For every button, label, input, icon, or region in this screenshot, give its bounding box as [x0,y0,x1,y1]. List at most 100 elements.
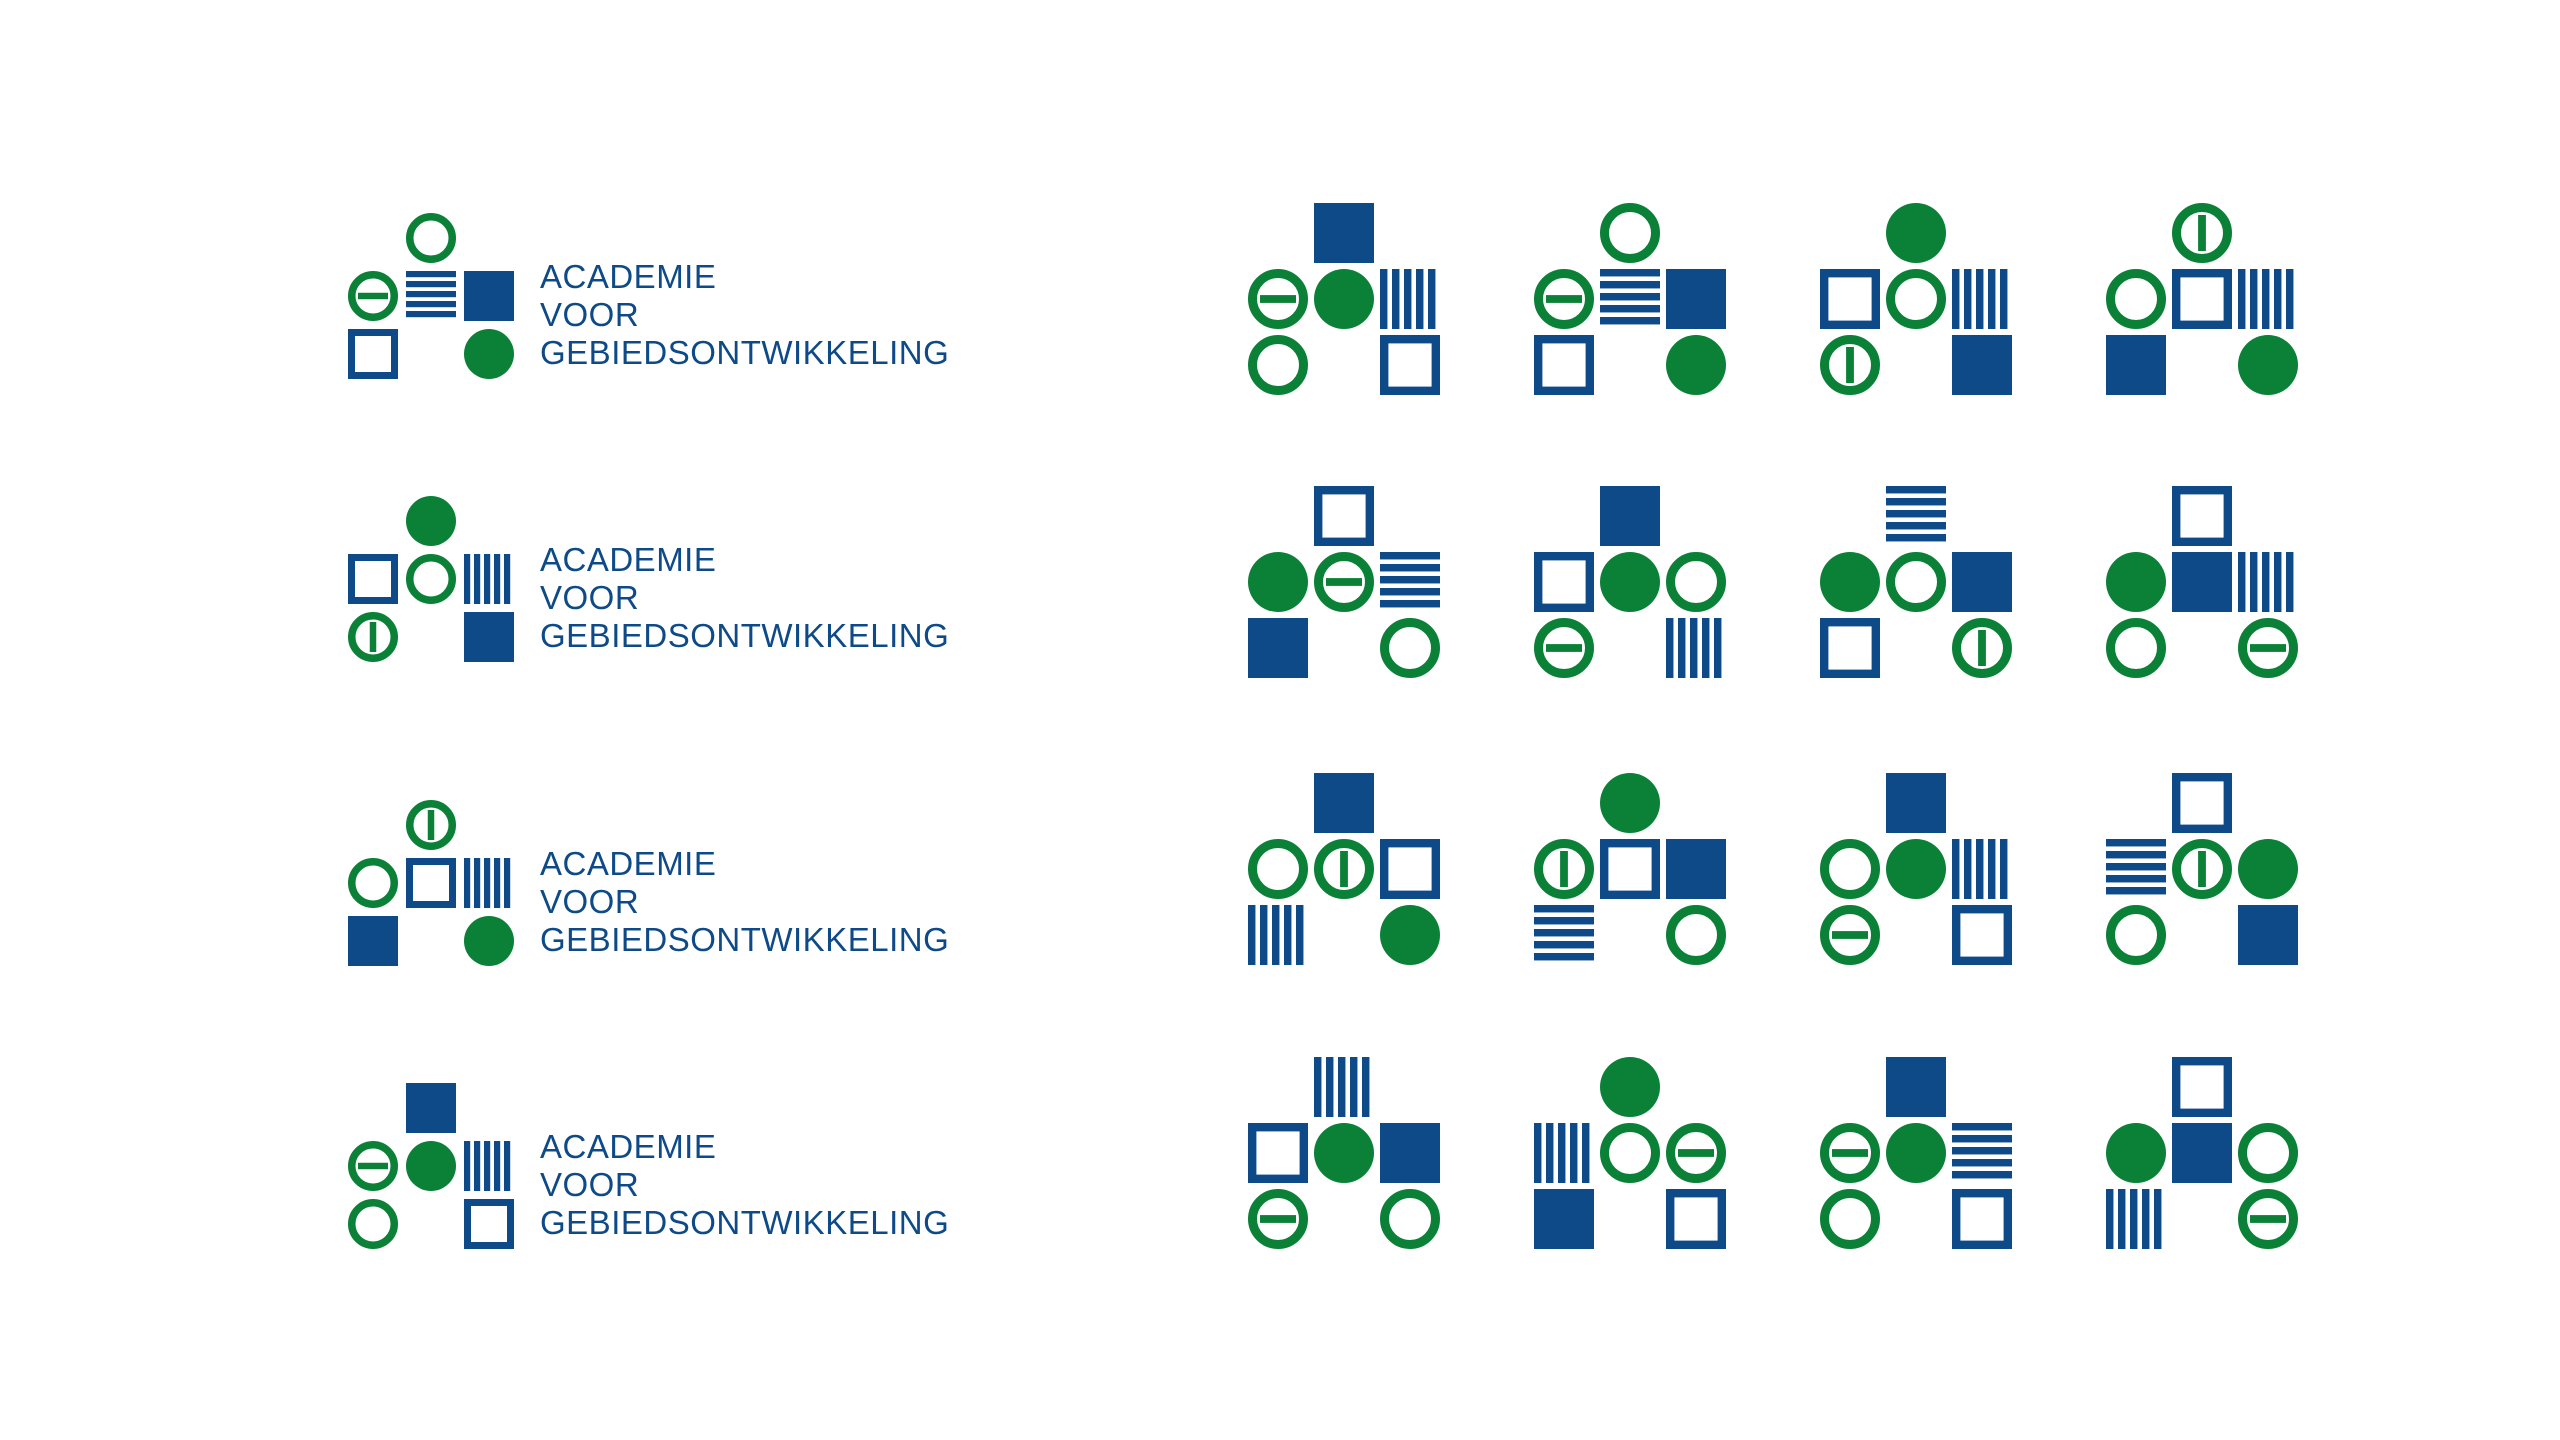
ring-icon [1820,839,1880,899]
lines-v-icon [1666,618,1722,678]
lines-v-icon [1314,1057,1370,1117]
wordmark-line-gebiedsontwikkeling: GEBIEDSONTWIKKELING [540,921,950,958]
ring-bar-h-icon [348,1141,398,1191]
ring-icon [1380,1189,1440,1249]
square-solid-icon [1952,335,2012,395]
square-solid-icon [2238,905,2298,965]
square-outline-icon [1533,552,1594,613]
symbol-r2-c2 [1533,486,1726,678]
wordmark-1: ACADEMIE VOOR GEBIEDSONTWIKKELING [540,258,949,372]
square-outline-icon [1533,335,1594,396]
square-solid-icon [1666,839,1726,899]
square-solid-icon [2172,1123,2232,1183]
symbol-r1-c2 [1533,203,1726,396]
square-outline-icon [1819,269,1880,330]
ring-icon [348,1199,398,1249]
symbol-r4-c3 [1820,1057,2012,1249]
square-solid-icon [1666,269,1726,329]
lines-v-icon [1534,1123,1590,1183]
wordmark-line-academie: ACADEMIE [540,541,717,578]
lockup-variant-1-mark [348,213,514,379]
square-outline-icon [2171,1056,2232,1117]
wordmark-2: ACADEMIE VOOR GEBIEDSONTWIKKELING [540,541,949,655]
square-outline-icon [1379,839,1440,900]
symbol-r4-c1 [1247,1057,1440,1249]
lines-v-icon [2238,269,2294,329]
square-outline-icon [406,858,456,908]
square-outline-icon [2171,486,2232,547]
symbol-r2-c4 [2106,486,2298,678]
ring-bar-h-icon [1820,905,1880,965]
ring-icon [1248,839,1308,899]
lines-v-icon [464,858,511,908]
circle-solid-icon [1314,1123,1374,1183]
circle-solid-icon [1600,552,1660,612]
ring-icon [2238,1123,2298,1183]
circle-solid-icon [1820,552,1880,612]
ring-icon [1600,203,1660,263]
ring-icon [1380,618,1440,678]
circle-solid-icon [1886,839,1946,899]
circle-solid-icon [406,496,456,546]
circle-solid-icon [1666,335,1726,395]
ring-bar-h-icon [1248,269,1308,329]
symbol-r3-c1 [1248,773,1440,965]
lines-v-icon [1248,905,1304,965]
circle-solid-icon [2106,1123,2166,1183]
wordmark-line-voor: VOOR [540,579,640,616]
ring-bar-h-icon [2238,1189,2298,1249]
circle-solid-icon [1600,773,1660,833]
ring-bar-v-icon [2172,839,2232,899]
symbol-r2-c1 [1248,486,1440,678]
square-solid-icon [1952,552,2012,612]
circle-solid-icon [2238,335,2298,395]
square-outline-icon [1247,1122,1308,1183]
wordmark-line-gebiedsontwikkeling: GEBIEDSONTWIKKELING [540,617,950,654]
square-outline-icon [348,329,398,379]
square-solid-icon [2172,552,2232,612]
lines-v-icon [2238,552,2294,612]
square-solid-icon [464,612,514,662]
lines-h-icon [1380,552,1440,608]
ring-bar-v-icon [406,800,456,850]
ring-bar-h-icon [1534,269,1594,329]
ring-icon [406,213,456,263]
square-solid-icon [1534,1189,1594,1249]
symbol-r3-c4 [2106,773,2298,965]
lines-h-icon [406,271,456,318]
circle-solid-icon [1248,552,1308,612]
square-outline-icon [348,554,398,604]
ring-icon [2106,269,2166,329]
circle-solid-icon [464,916,514,966]
ring-icon [1886,269,1946,329]
square-outline-icon [1599,839,1660,900]
ring-icon [348,858,398,908]
square-solid-icon [2106,335,2166,395]
lines-v-icon [2106,1189,2162,1249]
square-solid-icon [1600,486,1660,546]
symbol-r4-c4 [2106,1056,2298,1249]
lines-v-icon [1952,269,2008,329]
wordmark-4: ACADEMIE VOOR GEBIEDSONTWIKKELING [540,1128,949,1242]
symbol-r1-c3 [1819,203,2012,395]
circle-solid-icon [1380,905,1440,965]
square-outline-icon [1951,905,2012,966]
square-outline-icon [1313,486,1374,547]
symbol-r1-c4 [2106,203,2298,395]
square-solid-icon [1380,1123,1440,1183]
symbol-r1-c1 [1248,203,1440,396]
symbol-r3-c3 [1820,773,2012,966]
ring-icon [1886,552,1946,612]
wordmark-line-gebiedsontwikkeling: GEBIEDSONTWIKKELING [540,334,950,371]
symbol-r2-c3 [1819,486,2012,679]
lines-h-icon [1886,486,1946,542]
square-solid-icon [1248,618,1308,678]
ring-bar-h-icon [1314,552,1374,612]
circle-solid-icon [2238,839,2298,899]
lockup-variant-4-mark [348,1083,514,1249]
square-outline-icon [1951,1188,2012,1249]
lines-h-icon [1600,269,1660,325]
square-outline-icon [1379,335,1440,396]
square-outline-icon [464,1199,514,1249]
